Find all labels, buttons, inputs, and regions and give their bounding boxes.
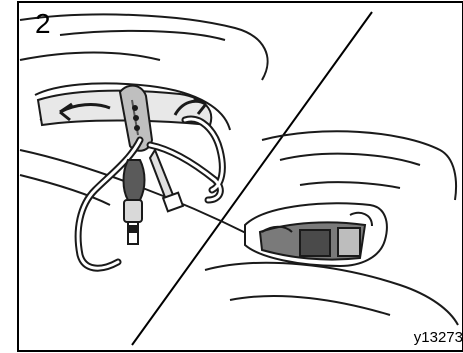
figure-code: y13273 <box>414 329 463 347</box>
buckle-tongue <box>124 150 183 244</box>
panel-divider <box>132 12 372 345</box>
step-number: 2 <box>35 8 51 40</box>
